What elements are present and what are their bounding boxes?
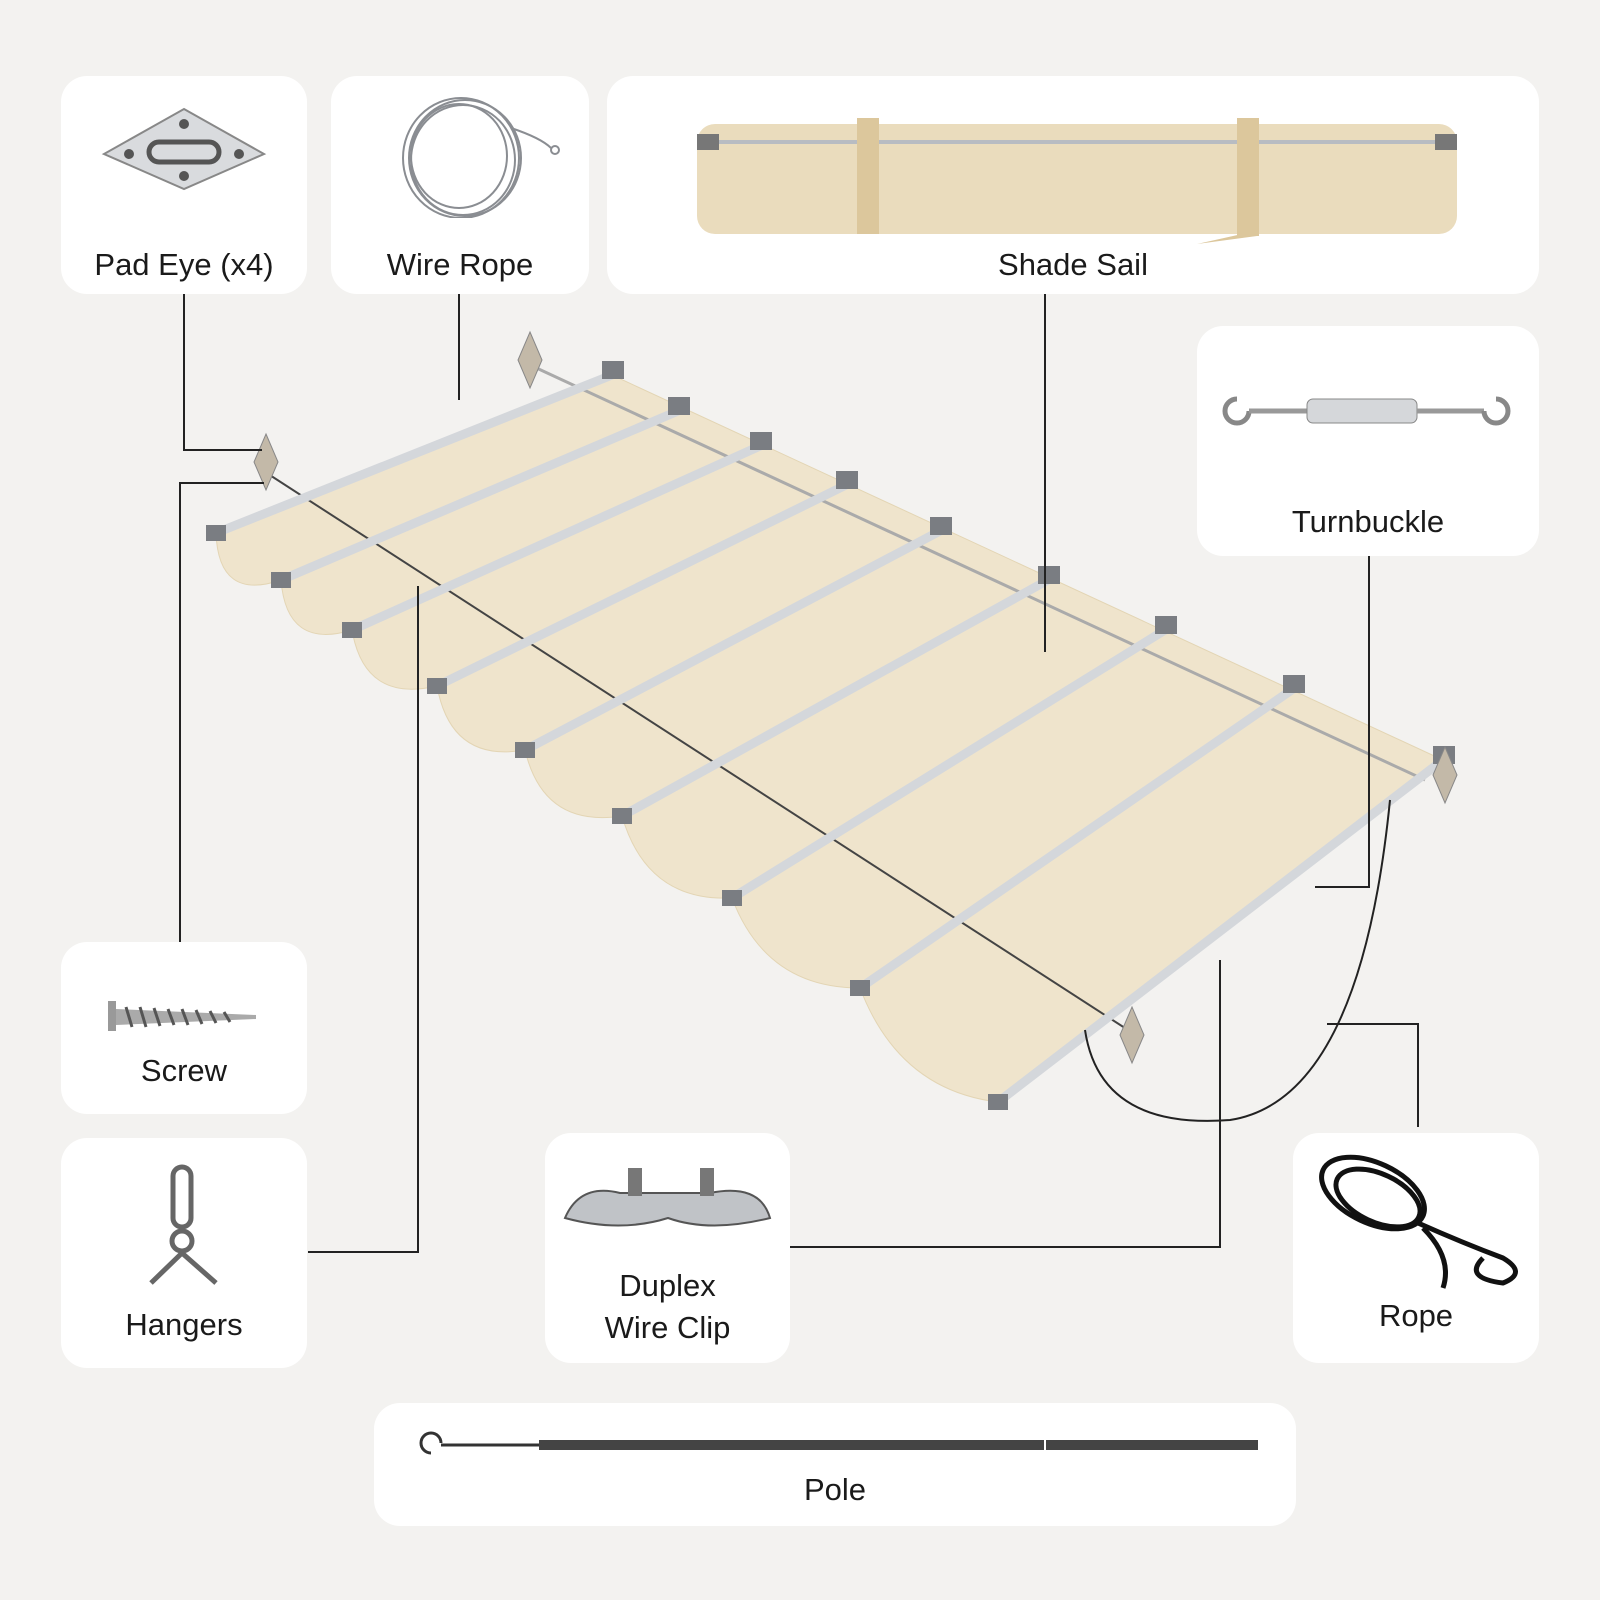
rod-end-cap xyxy=(668,397,690,415)
card-pole: Pole xyxy=(374,1403,1296,1526)
card-shade-sail: Shade Sail xyxy=(607,76,1539,294)
rod-end-cap xyxy=(850,980,870,996)
rod-end-cap xyxy=(930,517,952,535)
pull-rope xyxy=(1084,799,1391,1122)
duplex-label-line1: Duplex xyxy=(619,1268,716,1303)
connector-hangers xyxy=(308,586,419,1253)
rod-end-cap xyxy=(750,432,772,450)
card-hangers: Hangers xyxy=(61,1138,307,1368)
rope-icon xyxy=(1319,1154,1518,1289)
rod xyxy=(432,480,851,691)
rod xyxy=(727,625,1170,903)
connector-lines xyxy=(179,292,1419,1253)
pad-eye xyxy=(517,330,543,390)
rod-end-cap xyxy=(988,1094,1008,1110)
rod xyxy=(211,370,617,538)
screw-icon xyxy=(108,1001,256,1031)
duplex-clip-icon xyxy=(563,1168,772,1227)
rod xyxy=(520,526,945,755)
rod-end-cap xyxy=(342,622,362,638)
turnbuckle-label: Turnbuckle xyxy=(1291,504,1445,539)
pole-label: Pole xyxy=(803,1472,867,1507)
pad-eye xyxy=(1119,1005,1145,1065)
connector-screw xyxy=(179,482,264,942)
rod-end-cap xyxy=(836,471,858,489)
pad-eye-icon xyxy=(101,107,267,191)
top-wire xyxy=(529,363,1426,782)
rod xyxy=(617,575,1053,821)
rod-end-cap xyxy=(1038,566,1060,584)
rolled-sail-icon xyxy=(697,118,1457,244)
pad-eye-label: Pad Eye (x4) xyxy=(94,247,274,282)
rod-end-cap xyxy=(1283,675,1305,693)
rod xyxy=(276,406,683,585)
rod-end-cap xyxy=(602,361,624,379)
rod-end-cap xyxy=(515,742,535,758)
rod xyxy=(855,684,1298,993)
card-duplex-wire-clip: Duplex Wire Clip xyxy=(545,1133,790,1363)
rod-end-cap xyxy=(1155,616,1177,634)
wire-rope-label: Wire Rope xyxy=(386,247,534,282)
card-pad-eye: Pad Eye (x4) xyxy=(61,76,307,294)
card-wire-rope: Wire Rope xyxy=(331,76,589,294)
connector-duplex xyxy=(790,960,1221,1248)
card-rope: Rope xyxy=(1293,1133,1539,1363)
connector-rope xyxy=(1327,1023,1419,1127)
bottom-wire xyxy=(261,469,1129,1031)
connector-pad-eye xyxy=(183,292,262,451)
connector-turnbuckle xyxy=(1315,556,1370,888)
hanger-icon xyxy=(149,1164,218,1285)
wire-rope-icon xyxy=(402,97,560,218)
rod xyxy=(347,441,765,635)
hangers-label: Hangers xyxy=(125,1307,243,1342)
shade-canopy xyxy=(206,330,1458,1122)
rod-end-cap xyxy=(427,678,447,694)
rod-end-cap xyxy=(271,572,291,588)
duplex-label-line2: Wire Clip xyxy=(604,1310,731,1345)
screw-label: Screw xyxy=(140,1053,228,1088)
pad-eye xyxy=(253,432,279,492)
shade-sail-label: Shade Sail xyxy=(998,247,1148,282)
rod-end-cap xyxy=(206,525,226,541)
rod-end-cap xyxy=(722,890,742,906)
card-turnbuckle: Turnbuckle xyxy=(1197,326,1539,556)
pole-icon xyxy=(419,1431,1258,1455)
card-screw: Screw xyxy=(61,942,307,1114)
rod-end-cap xyxy=(612,808,632,824)
turnbuckle-icon xyxy=(1222,396,1511,426)
pad-eye xyxy=(1432,745,1458,805)
rope-label: Rope xyxy=(1378,1298,1454,1333)
